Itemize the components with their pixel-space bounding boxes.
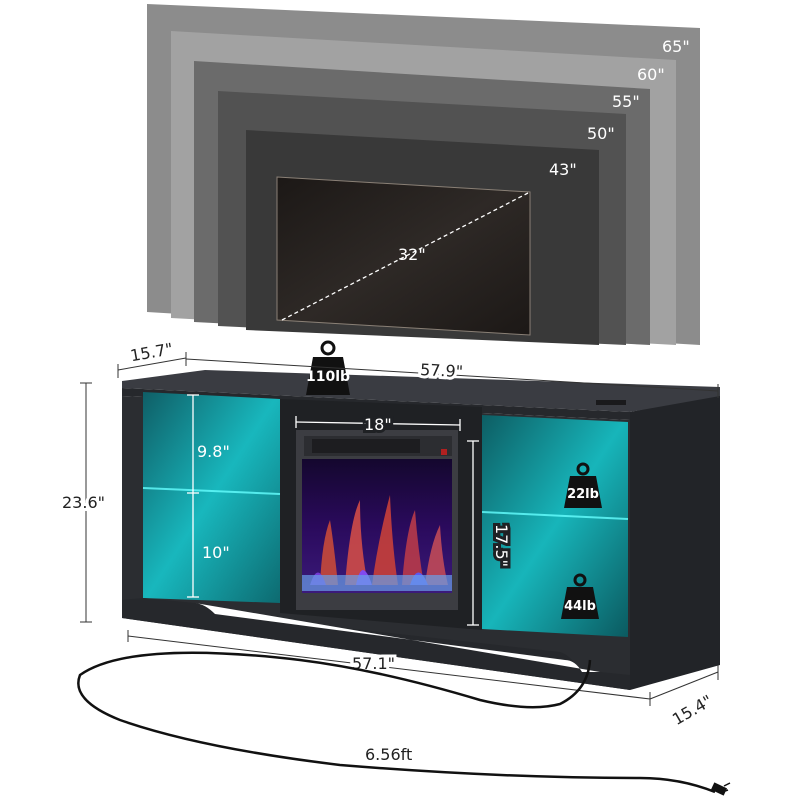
weight-lower-shelf-label: 44lb bbox=[564, 599, 596, 614]
power-cord bbox=[77, 651, 716, 794]
tv-size-43-label: 43" bbox=[549, 160, 577, 179]
top-width-label: 57.9" bbox=[420, 360, 464, 381]
plug-icon bbox=[710, 782, 731, 796]
weight-icon-lower-shelf: 44lb bbox=[561, 573, 599, 619]
weight-icon-upper-shelf: 22lb bbox=[564, 462, 602, 508]
right-shelf-compartment bbox=[482, 415, 628, 637]
tv-size-50-label: 50" bbox=[587, 124, 615, 143]
cord-length-label: 6.56ft bbox=[365, 745, 412, 764]
dimension-lines bbox=[80, 352, 719, 706]
tv-size-55-label: 55" bbox=[612, 92, 640, 111]
bottom-depth-label: 15.4" bbox=[669, 691, 716, 729]
tv-panel-32 bbox=[276, 176, 531, 336]
tv-size-labels: 65" 60" 55" 50" 43" 32" bbox=[398, 37, 690, 264]
tv-stand-cabinet bbox=[122, 370, 720, 690]
fireplace-height-label: 17.5" bbox=[492, 524, 511, 567]
tv-size-60-label: 60" bbox=[637, 65, 665, 84]
interior-dimension-labels: 9.8" 10" 18" 17.5" bbox=[197, 412, 514, 570]
tv-size-32-label: 32" bbox=[398, 245, 426, 264]
fireplace-width-label: 18" bbox=[364, 415, 392, 434]
tv-size-65-label: 65" bbox=[662, 37, 690, 56]
upper-shelf-height-label: 9.8" bbox=[197, 442, 230, 461]
cabinet-top bbox=[122, 370, 720, 412]
bottom-width-label: 57.1" bbox=[352, 654, 395, 673]
interior-dimension-lines bbox=[187, 394, 479, 626]
lower-shelf-height-label: 10" bbox=[202, 543, 230, 562]
weight-upper-shelf-label: 22lb bbox=[567, 487, 599, 502]
tv-size-panels bbox=[147, 4, 700, 345]
weight-top-label: 110lb bbox=[306, 369, 350, 385]
left-shelf-compartment bbox=[143, 392, 280, 603]
height-label: 23.6" bbox=[62, 493, 105, 512]
